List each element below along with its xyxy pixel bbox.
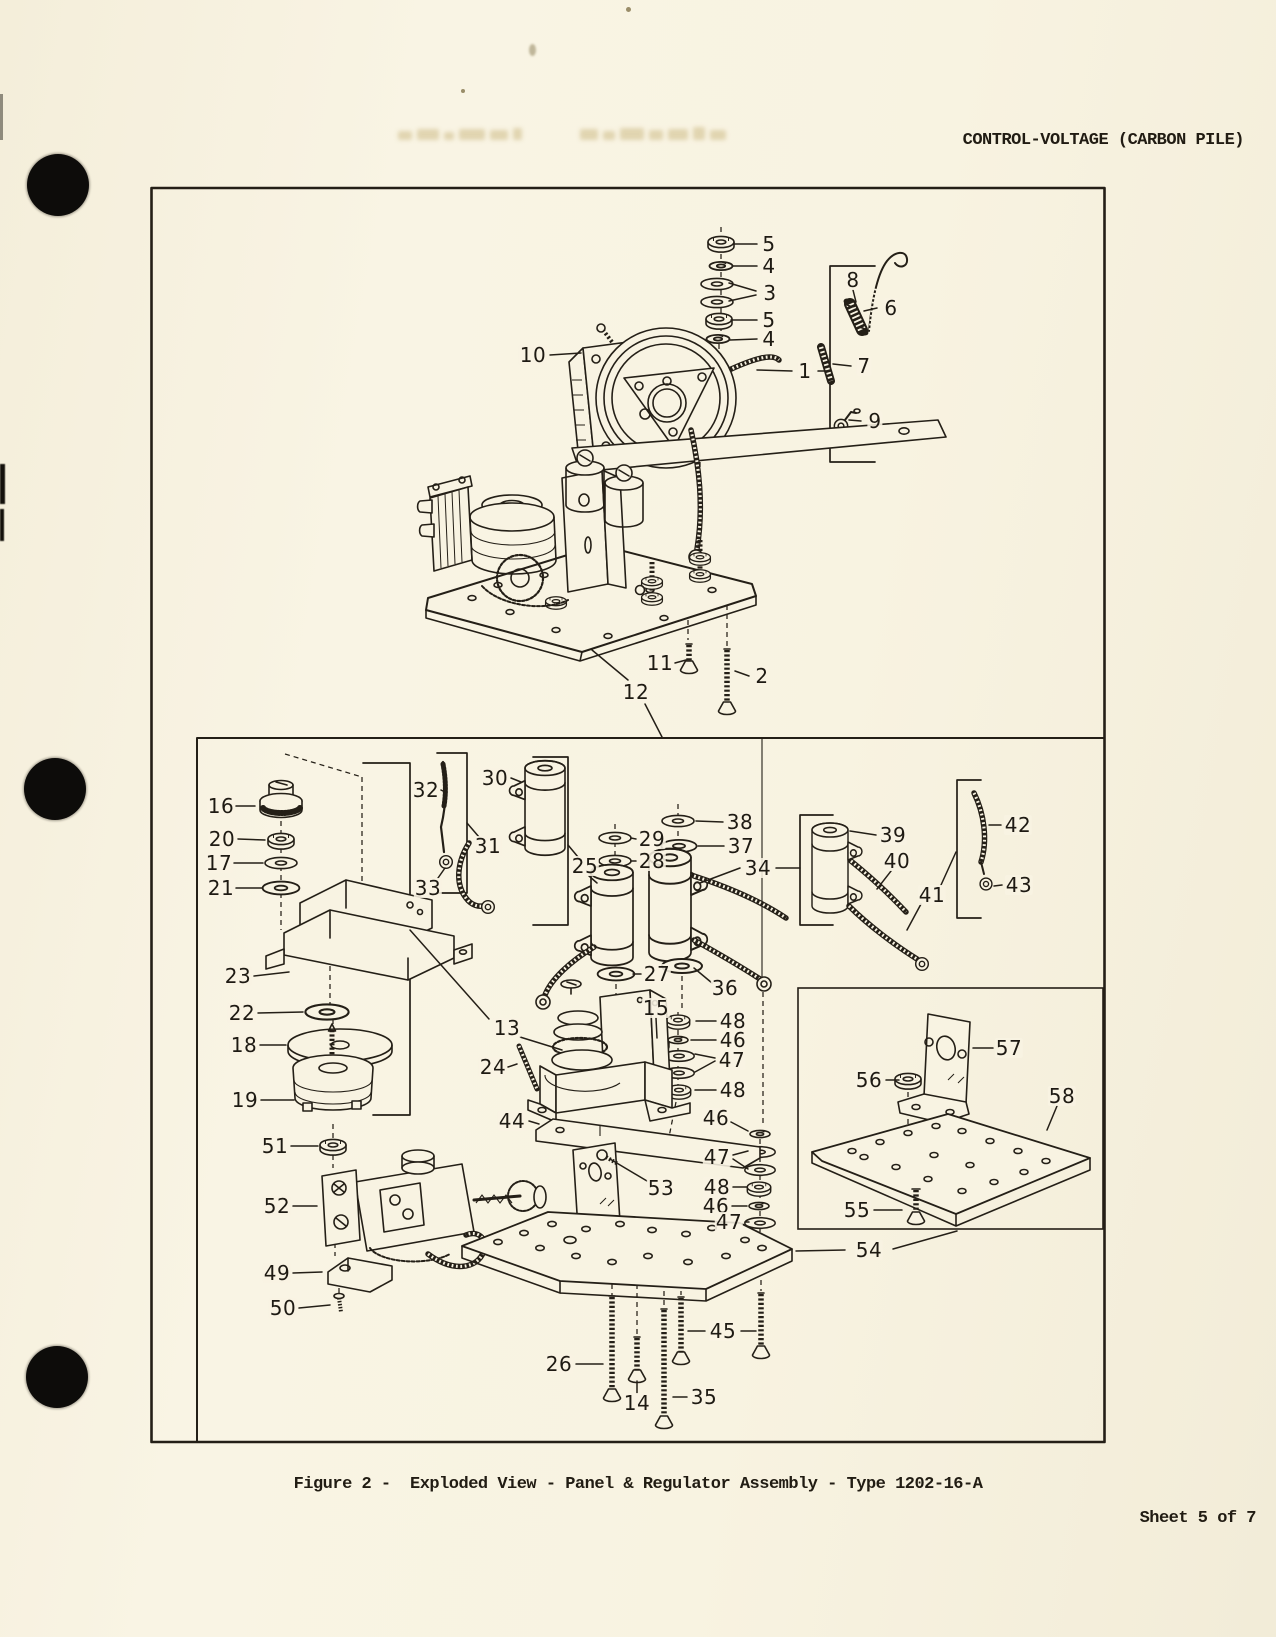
sheet-number: Sheet 5 of 7 bbox=[1139, 1509, 1257, 1528]
page-header-right: CONTROL-VOLTAGE (CARBON PILE) bbox=[962, 131, 1245, 150]
resistor-item34 bbox=[648, 847, 789, 992]
magnet-core-assembly-item13 bbox=[527, 979, 691, 1123]
lead-item40 bbox=[848, 858, 909, 915]
callout-leader-lines bbox=[233, 243, 1058, 1398]
screw-item50 bbox=[333, 1292, 345, 1313]
figure-border bbox=[150, 186, 1106, 1444]
screw-item55 bbox=[906, 1188, 926, 1226]
adjust-knob-stack-items16-21 bbox=[259, 779, 303, 896]
lead-parts-8-6-7-9 bbox=[817, 251, 909, 434]
item12-pointer bbox=[591, 649, 663, 738]
angle-bracket-item57 bbox=[897, 1013, 971, 1124]
resistor-item30 bbox=[508, 759, 566, 857]
mounting-bracket-item23 bbox=[265, 879, 473, 981]
scan-edge-artifact bbox=[0, 509, 4, 541]
punch-hole-middle bbox=[24, 758, 86, 820]
resistor-item39 bbox=[811, 822, 863, 914]
scan-edge-artifact bbox=[0, 464, 5, 504]
regulator-assembly-item12 bbox=[416, 449, 757, 662]
governor-unit-item52 bbox=[321, 1149, 547, 1270]
paper-speck bbox=[529, 44, 536, 56]
paper-speck bbox=[461, 89, 465, 93]
paper-speck bbox=[626, 7, 631, 12]
lead-item31 bbox=[456, 840, 496, 915]
carbon-pile-pot-item19 bbox=[292, 1023, 374, 1112]
lead-item41 bbox=[846, 903, 930, 972]
washer-item36 bbox=[661, 958, 703, 974]
punch-hole-top bbox=[27, 154, 89, 216]
main-panel-item54 bbox=[461, 1211, 793, 1302]
lead-items-42-43 bbox=[971, 790, 993, 891]
angle-bracket-item49 bbox=[327, 1257, 393, 1293]
scan-edge-artifact bbox=[0, 94, 3, 140]
sub-panel-item58 bbox=[811, 1113, 1091, 1227]
punch-hole-bottom bbox=[26, 1346, 88, 1408]
link-bar-item44 bbox=[535, 1118, 761, 1169]
figure-caption: Figure 2 - Exploded View - Panel & Regul… bbox=[293, 1475, 983, 1494]
resistor-item25 bbox=[535, 863, 634, 1010]
insulator-disc-item18 bbox=[287, 1028, 393, 1068]
washer-item22 bbox=[304, 1003, 350, 1021]
faded-stamp-left bbox=[398, 118, 522, 140]
top-washer-stack bbox=[700, 235, 735, 345]
nut-item56 bbox=[894, 1072, 922, 1090]
carbon-pile-housing-item10 bbox=[568, 323, 947, 565]
pin-item24 bbox=[516, 1043, 540, 1092]
washer-item29 bbox=[598, 831, 632, 845]
panel-mounting-screws bbox=[602, 1292, 771, 1430]
faded-stamp-right bbox=[580, 114, 726, 140]
washer-item27 bbox=[596, 966, 636, 982]
nut-item51 bbox=[319, 1138, 347, 1156]
mounting-screws-11-2 bbox=[679, 643, 737, 716]
lead-items-32-33 bbox=[438, 760, 454, 870]
washer-item38 bbox=[661, 814, 695, 828]
